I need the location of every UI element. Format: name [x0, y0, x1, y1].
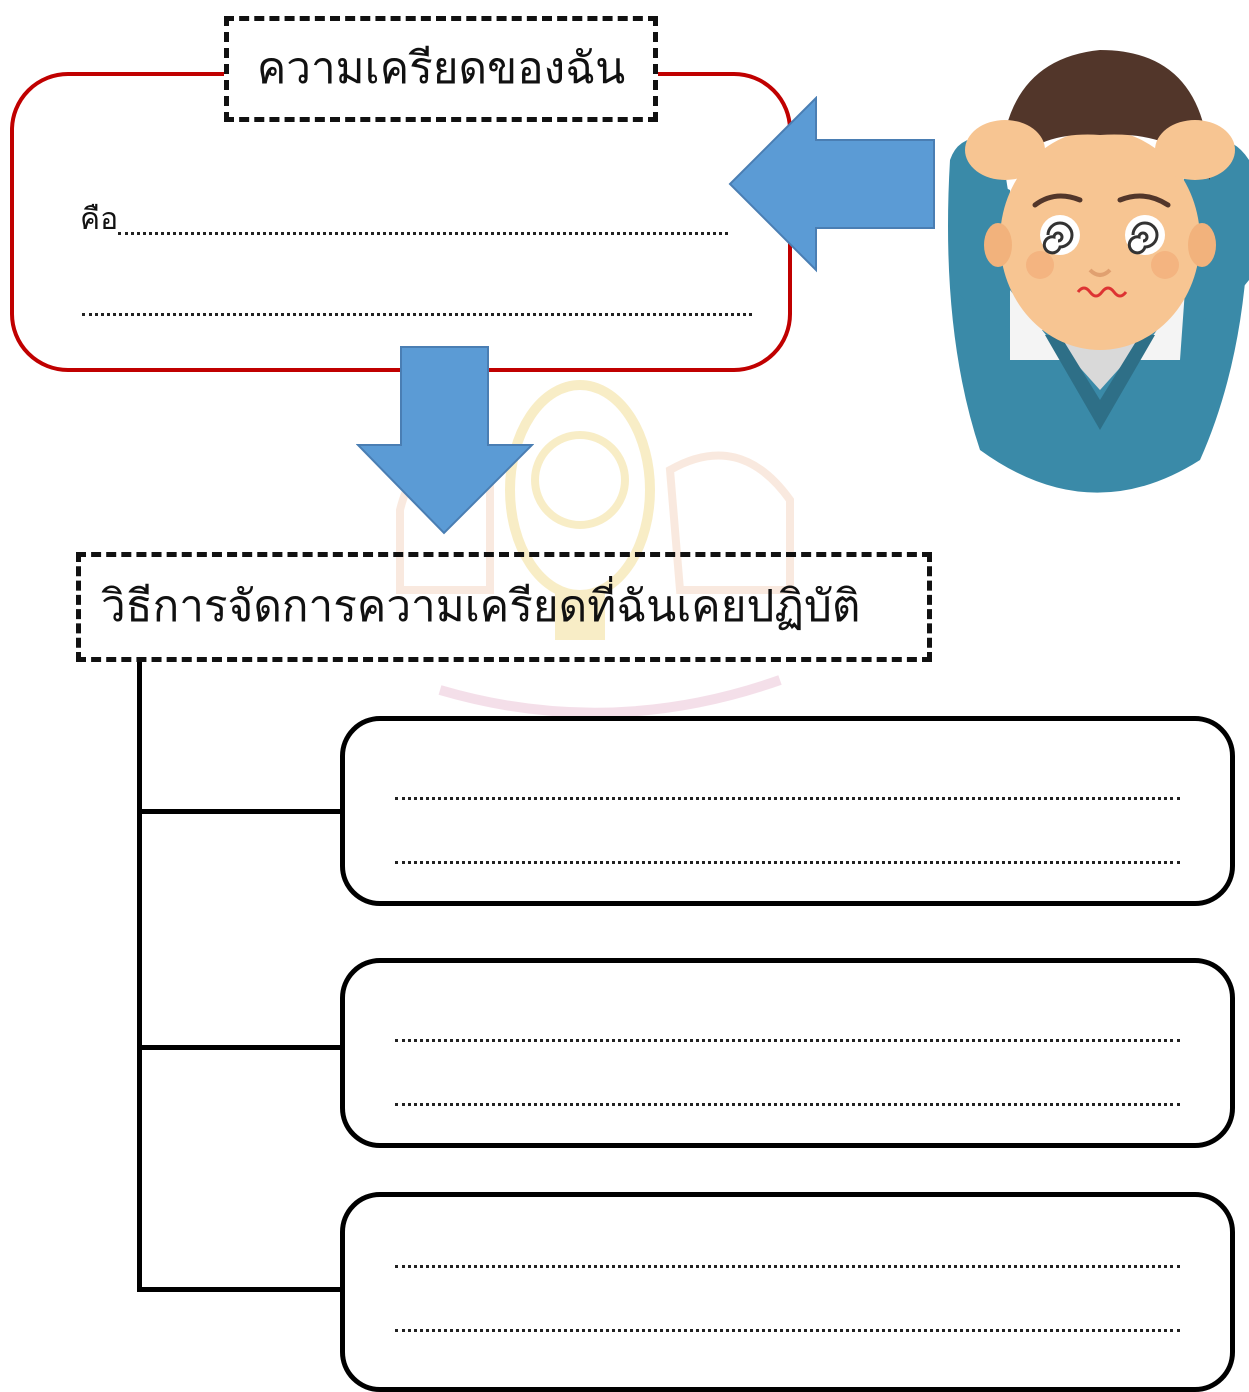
method-answer-box-3[interactable] [340, 1192, 1235, 1392]
dotted-line[interactable] [395, 861, 1180, 864]
stressed-person-icon [948, 50, 1249, 493]
tree-branch-2 [140, 1045, 344, 1050]
stress-answer-line-1[interactable]: คือ [80, 196, 748, 243]
tree-branch-3 [140, 1287, 344, 1292]
dotted-line[interactable] [395, 797, 1180, 800]
arrow-down-icon [356, 346, 534, 535]
methods-title-box: วิธีการจัดการความเครียดที่ฉันเคยปฏิบัติ [76, 552, 932, 662]
dotted-line[interactable] [395, 1039, 1180, 1042]
method-answer-box-1[interactable] [340, 716, 1235, 906]
dotted-line[interactable] [395, 1265, 1180, 1268]
watermark-emblem-icon [396, 380, 794, 718]
stress-answer-line-2[interactable] [82, 313, 752, 316]
dotted-line[interactable] [395, 1103, 1180, 1106]
stress-title-box: ความเครียดของฉัน [224, 16, 658, 122]
dotted-line [118, 231, 729, 235]
tree-branch-1 [140, 809, 344, 814]
method-answer-box-2[interactable] [340, 958, 1235, 1148]
tree-vertical-line [137, 662, 142, 1292]
methods-title: วิธีการจัดการความเครียดที่ฉันเคยปฏิบัติ [101, 581, 861, 632]
dotted-line[interactable] [395, 1329, 1180, 1332]
stress-prefix: คือ [80, 202, 119, 237]
arrow-left-icon [728, 96, 935, 273]
stress-title: ความเครียดของฉัน [256, 43, 626, 94]
